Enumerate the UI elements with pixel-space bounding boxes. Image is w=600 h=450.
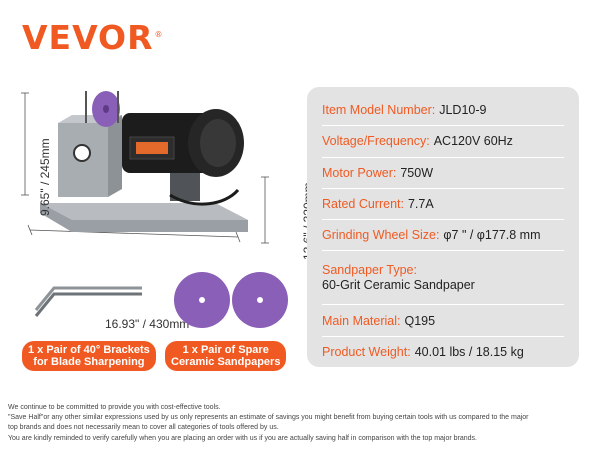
- disclaimer: We continue to be committed to provide y…: [8, 403, 596, 444]
- spec-label: Rated Current:: [322, 197, 404, 212]
- spec-row-material: Main Material:Q195: [322, 305, 564, 337]
- spec-row-model: Item Model Number:JLD10-9: [322, 95, 564, 127]
- sandpaper-discs-icon: [174, 272, 288, 328]
- disclaimer-line: "Save Half"or any other similar expressi…: [8, 414, 529, 422]
- spec-label: Item Model Number:: [322, 103, 436, 118]
- brackets-image: [32, 282, 152, 327]
- dimension-height: 9.65" / 245mm: [38, 138, 52, 216]
- sandpapers-badge-line1: 1 x Pair of Spare: [182, 344, 269, 356]
- spec-value: φ7 " / φ177.8 mm: [443, 228, 541, 243]
- brackets-badge: 1 x Pair of 40° Brackets for Blade Sharp…: [22, 341, 156, 371]
- spec-panel: Item Model Number:JLD10-9 Voltage/Freque…: [307, 87, 579, 367]
- sandpapers-badge: 1 x Pair of Spare Ceramic Sandpapers: [165, 341, 287, 371]
- spec-value: 7.7A: [407, 197, 434, 212]
- spec-label: Product Weight:: [322, 345, 411, 360]
- spec-label: Grinding Wheel Size:: [322, 228, 440, 243]
- disclaimer-line: We continue to be committed to provide y…: [8, 404, 221, 411]
- spec-label: Motor Power:: [322, 165, 397, 180]
- spec-row-weight: Product Weight:40.01 lbs / 18.15 kg: [322, 337, 564, 368]
- registered-mark: ®: [154, 30, 164, 39]
- disclaimer-line: You are kindly reminded to verify carefu…: [8, 434, 477, 442]
- sandpapers-image: [170, 270, 290, 335]
- spec-label: Voltage/Frequency:: [322, 134, 430, 149]
- spec-row-sandpaper: Sandpaper Type:60-Grit Ceramic Sandpaper: [322, 251, 564, 306]
- bracket-icon: [34, 286, 142, 317]
- spec-row-wheel-size: Grinding Wheel Size:φ7 " / φ177.8 mm: [322, 220, 564, 252]
- brackets-badge-line1: 1 x Pair of 40° Brackets: [28, 344, 150, 356]
- product-image: 9.65" / 245mm 16.93" / 430mm 12.6" / 320…: [20, 85, 315, 331]
- spec-value: 750W: [400, 165, 433, 180]
- spec-value: AC120V 60Hz: [433, 134, 513, 149]
- brackets-badge-line2: for Blade Sharpening: [33, 356, 145, 368]
- disclaimer-line: top brands and does not necessarily mean…: [8, 424, 279, 432]
- brand-logo: VEVOR®: [22, 18, 164, 57]
- grinder-illustration: [21, 91, 269, 244]
- brand-name: VEVOR: [22, 18, 154, 57]
- spec-label: Main Material:: [322, 313, 401, 328]
- dimension-width: 16.93" / 430mm: [105, 317, 190, 331]
- spec-value: 60-Grit Ceramic Sandpaper: [322, 278, 475, 293]
- spec-value: 40.01 lbs / 18.15 kg: [414, 345, 524, 360]
- spec-label: Sandpaper Type:: [322, 263, 417, 278]
- spec-row-current: Rated Current:7.7A: [322, 189, 564, 221]
- spec-value: Q195: [404, 313, 436, 328]
- sandpapers-badge-line2: Ceramic Sandpapers: [171, 356, 281, 368]
- spec-value: JLD10-9: [439, 103, 487, 118]
- spec-row-power: Motor Power:750W: [322, 158, 564, 189]
- spec-row-voltage: Voltage/Frequency:AC120V 60Hz: [322, 126, 564, 158]
